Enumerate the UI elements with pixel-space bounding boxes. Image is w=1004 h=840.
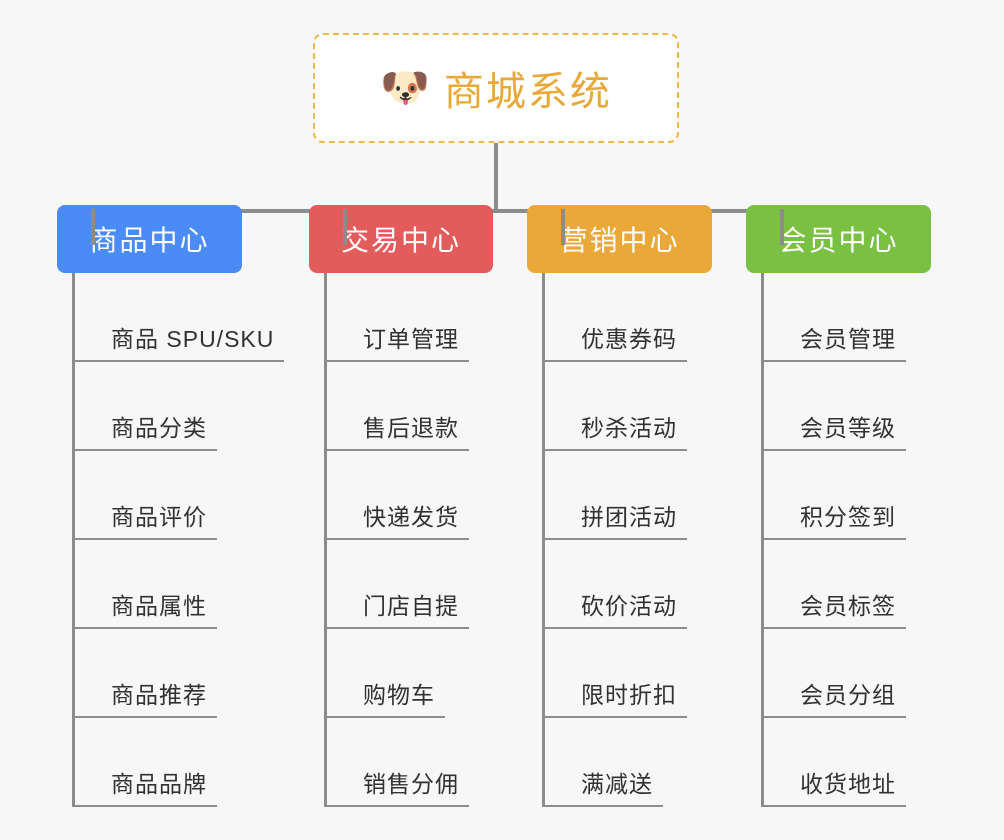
branch-node-4[interactable]: 会员中心 xyxy=(746,205,931,273)
sub-item-label: 商品 SPU/SKU xyxy=(75,320,285,362)
sub-item[interactable]: 积分签到 xyxy=(764,451,906,540)
root-node[interactable]: 🐶 商城系统 xyxy=(313,33,679,143)
sub-item[interactable]: 商品属性 xyxy=(75,540,284,629)
connector-horizontal-bus xyxy=(149,209,839,213)
sub-item[interactable]: 秒杀活动 xyxy=(545,362,687,451)
branch-node-2[interactable]: 交易中心 xyxy=(309,205,493,273)
sub-item[interactable]: 拼团活动 xyxy=(545,451,687,540)
sub-item[interactable]: 会员管理 xyxy=(764,273,906,362)
sub-item[interactable]: 商品推荐 xyxy=(75,629,284,718)
sub-item-label: 快递发货 xyxy=(327,498,469,540)
sub-item-list-1: 商品 SPU/SKU 商品分类商品评价商品属性商品推荐商品品牌 xyxy=(72,273,285,807)
root-node-title: 商城系统 xyxy=(443,70,612,114)
branch-label: 会员中心 xyxy=(778,225,899,256)
sub-item[interactable]: 快递发货 xyxy=(327,451,469,540)
sub-item-list-2: 订单管理售后退款快递发货门店自提购物车销售分佣 xyxy=(324,273,469,807)
branch-node-1[interactable]: 商品中心 xyxy=(57,205,242,273)
sub-item-label: 销售分佣 xyxy=(327,765,469,807)
connector-root-stem xyxy=(494,143,498,211)
connector-drop-1 xyxy=(91,209,95,245)
sub-item[interactable]: 门店自提 xyxy=(327,540,469,629)
sub-item[interactable]: 销售分佣 xyxy=(327,718,469,807)
sub-item[interactable]: 订单管理 xyxy=(327,273,469,362)
branch-3: 营销中心 xyxy=(527,205,712,273)
sub-item-label: 拼团活动 xyxy=(545,498,687,540)
sub-item-label: 会员管理 xyxy=(764,320,906,362)
sub-item-label: 积分签到 xyxy=(764,498,906,540)
sub-item-label: 商品分类 xyxy=(75,409,217,451)
sub-item-list-3: 优惠券码秒杀活动拼团活动砍价活动限时折扣满减送 xyxy=(542,273,687,807)
sub-item-label: 售后退款 xyxy=(327,409,469,451)
sub-item[interactable]: 优惠券码 xyxy=(545,273,687,362)
connector-drop-2 xyxy=(343,209,347,245)
sub-item[interactable]: 满减送 xyxy=(545,718,687,807)
sub-item-list-4: 会员管理会员等级积分签到会员标签会员分组收货地址 xyxy=(761,273,906,807)
sub-item-label: 满减送 xyxy=(545,765,663,807)
connector-drop-3 xyxy=(561,209,565,245)
branch-label: 商品中心 xyxy=(89,225,210,256)
sub-item-label: 购物车 xyxy=(327,676,445,718)
sub-item[interactable]: 限时折扣 xyxy=(545,629,687,718)
sub-item-label: 秒杀活动 xyxy=(545,409,687,451)
branch-label: 交易中心 xyxy=(340,225,461,256)
sub-item-label: 优惠券码 xyxy=(545,320,687,362)
dog-face-icon: 🐶 xyxy=(380,66,430,110)
sub-item[interactable]: 商品评价 xyxy=(75,451,284,540)
branch-node-3[interactable]: 营销中心 xyxy=(527,205,712,273)
branch-1: 商品中心 xyxy=(57,205,242,273)
sub-item[interactable]: 商品分类 xyxy=(75,362,284,451)
sub-item[interactable]: 会员等级 xyxy=(764,362,906,451)
sub-item[interactable]: 收货地址 xyxy=(764,718,906,807)
sub-item-label: 会员分组 xyxy=(764,676,906,718)
sub-item-label: 限时折扣 xyxy=(545,676,687,718)
branch-2: 交易中心 xyxy=(309,205,493,273)
sub-item[interactable]: 商品 SPU/SKU xyxy=(75,273,285,362)
sub-item[interactable]: 售后退款 xyxy=(327,362,469,451)
sub-item[interactable]: 砍价活动 xyxy=(545,540,687,629)
sub-item-label: 收货地址 xyxy=(764,765,906,807)
sub-item[interactable]: 商品品牌 xyxy=(75,718,284,807)
sub-item-label: 商品评价 xyxy=(75,498,217,540)
sub-item-label: 商品品牌 xyxy=(75,765,217,807)
sub-item[interactable]: 购物车 xyxy=(327,629,469,718)
sub-item[interactable]: 会员分组 xyxy=(764,629,906,718)
sub-item-label: 门店自提 xyxy=(327,587,469,629)
branch-4: 会员中心 xyxy=(746,205,931,273)
sub-item-label: 商品推荐 xyxy=(75,676,217,718)
branch-label: 营销中心 xyxy=(559,225,680,256)
sub-item-label: 商品属性 xyxy=(75,587,217,629)
connector-drop-4 xyxy=(780,209,784,245)
sub-item-label: 订单管理 xyxy=(327,320,469,362)
sub-item-label: 会员等级 xyxy=(764,409,906,451)
sub-item-label: 砍价活动 xyxy=(545,587,687,629)
sub-item-label: 会员标签 xyxy=(764,587,906,629)
sub-item[interactable]: 会员标签 xyxy=(764,540,906,629)
